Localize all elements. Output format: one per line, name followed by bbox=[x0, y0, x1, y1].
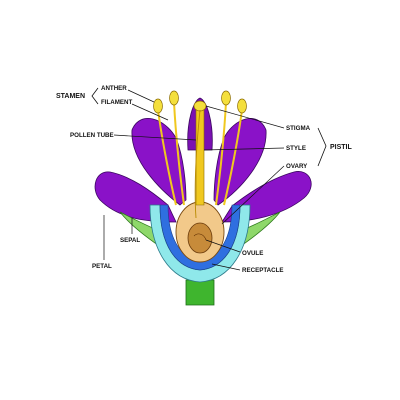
receptacle-label: RECEPTACLE bbox=[242, 267, 283, 274]
anther-leader bbox=[127, 89, 155, 103]
pistil-label: PISTIL bbox=[330, 144, 353, 151]
filament bbox=[223, 109, 243, 206]
stigma-leader bbox=[205, 105, 285, 129]
filament bbox=[215, 101, 227, 206]
pollen-tube-label: POLLEN TUBE bbox=[70, 132, 114, 139]
ovule-detail bbox=[193, 233, 207, 241]
anther bbox=[237, 98, 247, 114]
pollen-tube bbox=[194, 109, 201, 219]
ovule bbox=[187, 222, 213, 254]
filament-label: FILAMENT bbox=[101, 99, 132, 106]
pistil-brace bbox=[317, 127, 327, 167]
anther bbox=[221, 90, 231, 106]
ovary-leader bbox=[221, 165, 285, 225]
ovule-label: OVULE bbox=[242, 250, 263, 257]
petal-right-upper bbox=[213, 118, 267, 206]
style-leader bbox=[203, 147, 285, 151]
anther bbox=[169, 90, 179, 106]
leader-lines bbox=[103, 89, 285, 271]
filament-leader bbox=[131, 103, 169, 121]
style bbox=[195, 109, 205, 206]
anther bbox=[153, 98, 163, 114]
anther-label: ANTHER bbox=[101, 85, 127, 92]
receptacle-leader bbox=[211, 263, 241, 271]
ovule-leader bbox=[205, 239, 241, 253]
stamens bbox=[153, 90, 247, 206]
pollen-tube-leader bbox=[113, 134, 197, 141]
stigma bbox=[193, 100, 207, 112]
sepal-label: SEPAL bbox=[120, 237, 140, 244]
petal-label: PETAL bbox=[92, 263, 112, 270]
stigma-label: STIGMA bbox=[286, 125, 311, 132]
filament bbox=[157, 109, 177, 206]
petal-left-upper bbox=[131, 118, 187, 206]
style-label: STYLE bbox=[286, 145, 306, 152]
ovary-label: OVARY bbox=[286, 163, 308, 170]
stem bbox=[185, 279, 215, 306]
stamen-label: STAMEN bbox=[56, 93, 85, 100]
stamen-brace bbox=[91, 87, 99, 105]
filament bbox=[173, 101, 185, 206]
